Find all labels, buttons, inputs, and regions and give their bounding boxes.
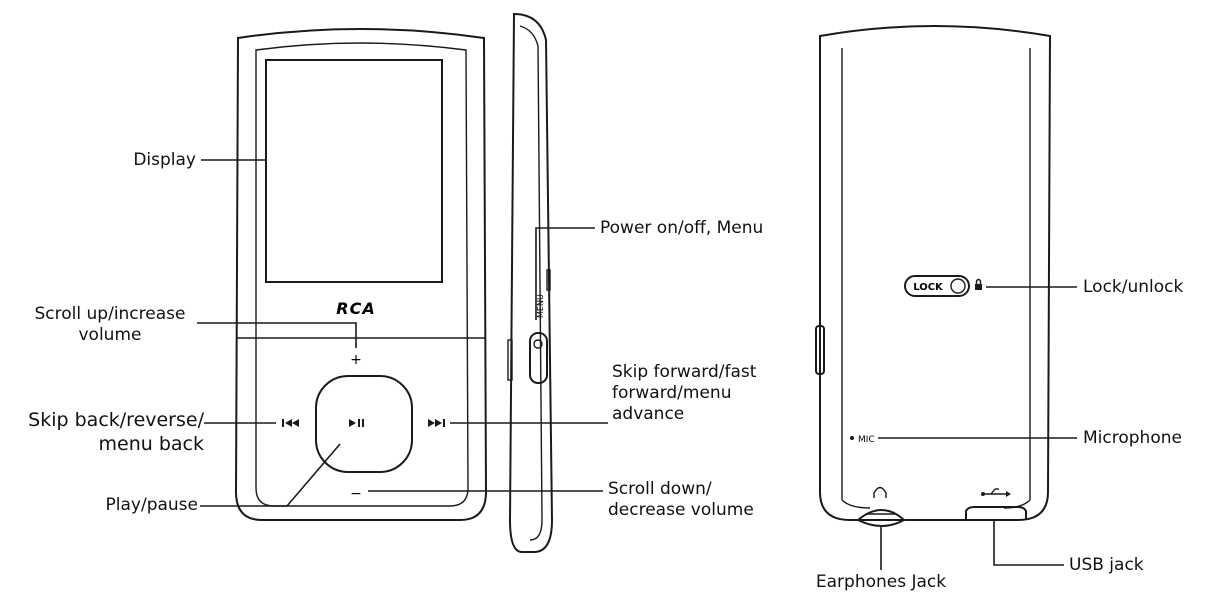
- prev-track-icon: [282, 419, 299, 427]
- lock-switch: [904, 275, 970, 297]
- play-pause-leader: [200, 443, 341, 507]
- display-screen: [265, 59, 443, 283]
- side-view: MENU: [507, 12, 554, 553]
- usb-icon: [981, 488, 1011, 497]
- play-pause-icon: [349, 419, 364, 427]
- microphone-label: Microphone: [1083, 428, 1182, 448]
- plus-icon: +: [350, 352, 362, 368]
- side-notch-left: [507, 339, 513, 381]
- lock-switch-knob: [950, 278, 966, 294]
- usb-jack-label: USB jack: [1069, 555, 1144, 575]
- leader-lines: [197, 159, 1077, 570]
- earphones-jack-label: Earphones Jack: [815, 572, 947, 592]
- lock-label: Lock/unlock: [1083, 277, 1184, 297]
- side-body-outline: [508, 12, 554, 553]
- scroll-up-leader: [197, 322, 357, 348]
- mic-text: MIC: [858, 435, 875, 445]
- front-view: + − RCA: [234, 28, 488, 521]
- next-track-icon: [428, 419, 445, 427]
- scroll-up-label-line2: volume: [78, 325, 142, 345]
- power-leader: [535, 227, 595, 320]
- power-menu-button: [529, 332, 548, 384]
- front-body-outline: [234, 28, 488, 521]
- back-side-button: [815, 325, 825, 375]
- play-pause-label: Play/pause: [105, 495, 198, 515]
- minus-icon: −: [350, 486, 362, 502]
- scroll-down-label-line1: Scroll down/: [608, 479, 712, 499]
- earphone-jack-port: [856, 509, 906, 527]
- power-icon: [533, 339, 543, 349]
- back-inner-bottom-left: [841, 499, 871, 509]
- rca-logo: RCA: [336, 299, 375, 318]
- display-label: Display: [133, 150, 196, 170]
- play-pause-button: [315, 375, 413, 473]
- skip-forward-label-line3: advance: [612, 404, 685, 424]
- usb-leader: [993, 521, 1064, 566]
- lock-text: LOCK: [913, 282, 944, 293]
- power-label: Power on/off, Menu: [600, 218, 764, 238]
- skip-back-label: Skip back/reverse/ menu back: [28, 408, 204, 456]
- scroll-up-label-line1: Scroll up/increase: [34, 304, 186, 324]
- scroll-up-label: Scroll up/increase volume: [22, 304, 198, 346]
- headphone-icon: [873, 486, 887, 498]
- front-inner-bezel: [255, 42, 469, 507]
- padlock-icon: [975, 278, 982, 290]
- microphone-hole: [850, 436, 854, 440]
- skip-back-label-line1: Skip back/reverse/: [28, 409, 204, 431]
- menu-text: MENU: [536, 294, 545, 318]
- side-notch: [546, 269, 551, 291]
- back-body-outline: [819, 25, 1052, 521]
- scroll-down-label-line2: decrease volume: [608, 500, 754, 520]
- scroll-down-label: Scroll down/ decrease volume: [608, 479, 754, 521]
- skip-forward-label-line2: forward/menu: [612, 383, 732, 403]
- skip-forward-label-line1: Skip forward/fast: [612, 362, 757, 382]
- skip-forward-label: Skip forward/fast forward/menu advance: [612, 362, 756, 425]
- skip-back-label-line2: menu back: [98, 433, 204, 455]
- back-view: LOCK MIC: [815, 25, 1052, 527]
- usb-jack-port: [965, 506, 1027, 520]
- side-inner-edge: [519, 25, 543, 541]
